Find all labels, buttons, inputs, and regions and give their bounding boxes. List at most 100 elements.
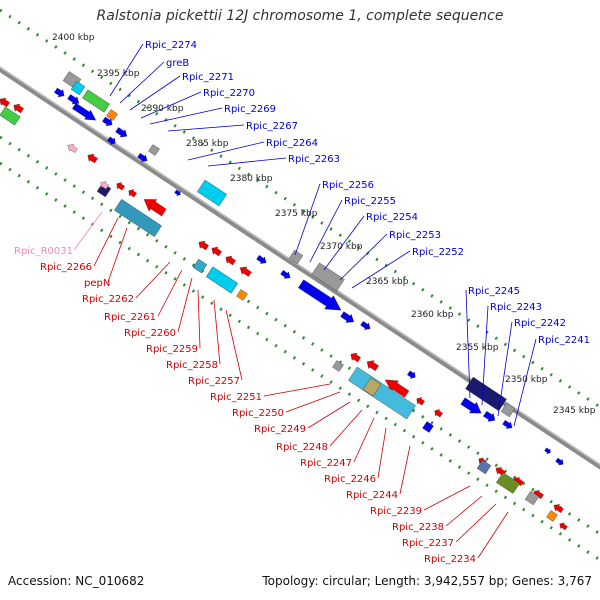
reverse-gene-label: Rpic_2247 <box>300 458 352 469</box>
reverse-gene-arrow <box>0 97 10 108</box>
reverse-gene-arrow <box>366 360 379 372</box>
forward-label-leader <box>309 199 343 263</box>
reverse-gene-label: Rpic_2266 <box>40 262 92 273</box>
rna-gene-arrow <box>67 144 78 154</box>
forward-gene-arrow <box>483 410 496 422</box>
rna-gene-arrow <box>100 181 109 190</box>
reverse-label-leader <box>177 277 193 333</box>
forward-gene-label: Rpic_2242 <box>514 318 566 329</box>
forward-gene-arrow <box>137 152 148 162</box>
forward-gene-label: Rpic_2254 <box>366 212 418 223</box>
reverse-gene-arrow <box>116 182 125 191</box>
function-block <box>82 89 110 113</box>
function-block <box>205 266 239 294</box>
reverse-gene-arrow <box>416 397 425 406</box>
forward-label-leader <box>339 233 388 281</box>
forward-gene-label: Rpic_2256 <box>322 180 374 191</box>
reverse-label-leader <box>399 445 411 495</box>
reverse-label-leader <box>73 211 103 251</box>
reverse-gene-label: Rpic_2250 <box>232 408 284 419</box>
reverse-gene-arrow <box>434 409 443 418</box>
forward-gene-label: Rpic_2271 <box>182 72 234 83</box>
reverse-gene-label: Rpic_2261 <box>104 312 156 323</box>
reverse-gene-label: Rpic_2249 <box>254 424 306 435</box>
reverse-label-leader <box>285 391 341 413</box>
reverse-label-leader <box>353 417 375 463</box>
reverse-gene-label: Rpic_2238 <box>392 522 444 533</box>
forward-gene-arrow <box>340 311 355 323</box>
forward-label-leader <box>149 107 223 125</box>
reverse-gene-label: Rpic_2248 <box>276 442 328 453</box>
reverse-label-leader <box>377 427 387 479</box>
function-block <box>288 249 304 265</box>
forward-gene-label: Rpic_2267 <box>246 121 298 132</box>
map-title: Ralstonia pickettii 12J chromosome 1, co… <box>96 8 504 24</box>
forward-gene-arrow <box>407 370 416 379</box>
reverse-gene-arrow <box>211 246 222 257</box>
forward-gene-arrow <box>72 102 97 121</box>
reverse-label-leader <box>197 289 201 349</box>
forward-label-leader <box>187 141 265 161</box>
forward-gene-label: Rpic_2255 <box>344 196 396 207</box>
reverse-gene-arrow <box>553 504 564 514</box>
reverse-gene-label: Rpic_2258 <box>166 360 218 371</box>
tick-label: 2345 kbp <box>553 406 596 416</box>
reverse-label-leader <box>477 511 509 559</box>
forward-gene-label: greB <box>166 58 189 69</box>
reverse-gene-arrow <box>225 255 236 266</box>
function-block <box>332 360 344 372</box>
reverse-label-leader <box>445 495 483 527</box>
forward-label-leader <box>481 305 489 406</box>
lower-tick-track-2 <box>0 161 600 562</box>
forward-label-leader <box>465 289 471 399</box>
function-block <box>496 472 520 494</box>
reverse-gene-label: Rpic_2262 <box>82 294 134 305</box>
forward-label-leader <box>109 43 144 97</box>
reverse-gene-arrow <box>143 199 167 217</box>
reverse-gene-arrow <box>198 240 209 251</box>
forward-label-leader <box>129 75 181 111</box>
tick-label: 2355 kbp <box>456 343 499 353</box>
reverse-gene-label: Rpic_2237 <box>402 538 454 549</box>
reverse-label-leader <box>213 299 221 365</box>
forward-gene-arrow <box>298 279 342 311</box>
function-block <box>476 459 492 475</box>
tick-label: 2385 kbp <box>186 139 229 149</box>
reverse-gene-arrow <box>350 352 361 363</box>
reverse-label-leader <box>307 401 351 429</box>
reverse-label-leader <box>329 409 363 447</box>
accession-label: Accession: NC_010682 <box>8 574 145 588</box>
forward-label-leader <box>323 215 365 271</box>
reverse-gene-label: Rpic_2234 <box>424 554 476 565</box>
forward-gene-label: Rpic_2270 <box>203 88 255 99</box>
forward-gene-label: Rpic_2241 <box>538 335 590 346</box>
reverse-gene-label: Rpic_2257 <box>188 376 240 387</box>
tick-label: 2350 kbp <box>505 375 548 385</box>
reverse-label-leader <box>423 485 471 511</box>
tick-label: 2365 kbp <box>366 277 409 287</box>
reverse-gene-label: Rpic_2246 <box>324 474 376 485</box>
reverse-gene-label: Rpic_2259 <box>146 344 198 355</box>
reverse-gene-arrow <box>13 103 24 114</box>
genome-summary-label: Topology: circular; Length: 3,942,557 bp… <box>262 574 592 588</box>
reverse-gene-label: Rpic_R0031 <box>14 246 73 257</box>
forward-gene-label: Rpic_2245 <box>468 286 520 297</box>
tick-label: 2395 kbp <box>97 69 140 79</box>
forward-label-leader <box>207 157 287 167</box>
forward-gene-arrow <box>555 457 564 466</box>
reverse-gene-label: Rpic_2251 <box>210 392 262 403</box>
reverse-gene-label: pepN <box>84 278 110 289</box>
reverse-gene-label: Rpic_2260 <box>124 328 176 339</box>
function-block <box>70 80 86 96</box>
function-block <box>148 144 160 156</box>
forward-gene-arrow <box>360 320 371 330</box>
reverse-gene-arrow <box>559 522 568 531</box>
function-block <box>500 402 516 418</box>
reverse-label-leader <box>93 217 119 267</box>
tick-label: 2360 kbp <box>411 310 454 320</box>
function-block <box>524 490 540 506</box>
tick-label: 2380 kbp <box>230 174 273 184</box>
forward-gene-label: Rpic_2269 <box>224 104 276 115</box>
function-block <box>422 421 434 433</box>
